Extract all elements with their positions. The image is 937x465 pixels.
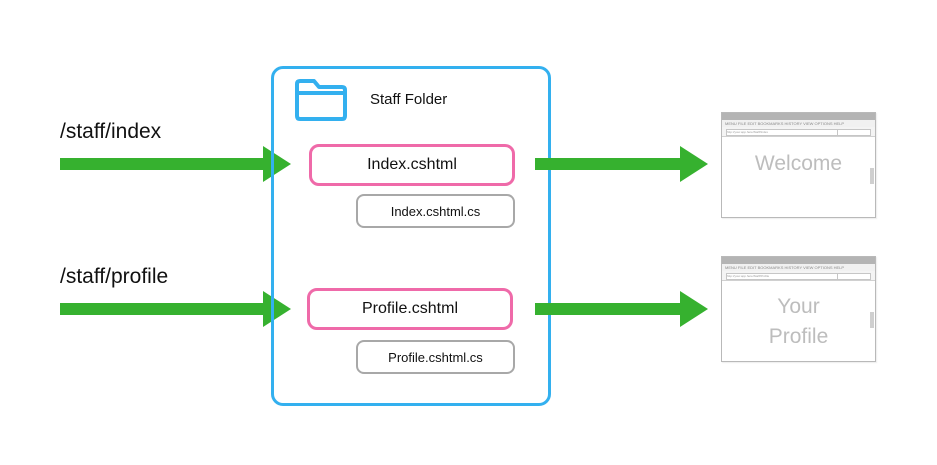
arrow-shaft-to-welcome	[535, 158, 682, 170]
browser-address-field: http://your.app.here/Staff/Index	[726, 129, 838, 136]
profile-code-label: Profile.cshtml.cs	[388, 349, 483, 365]
browser-scrollbar	[870, 312, 874, 328]
browser-menu-bar: MENU FILE EDIT BOOKMARKS HISTORY VIEW OP…	[722, 264, 875, 271]
index-code-label: Index.cshtml.cs	[390, 203, 481, 219]
browser-content: Your Profile	[722, 292, 875, 352]
profile-code-file: Profile.cshtml.cs	[356, 340, 515, 374]
folder-icon	[295, 79, 347, 121]
browser-search-field	[837, 273, 871, 280]
arrow-shaft-profile	[60, 303, 265, 315]
browser-content: Welcome	[722, 149, 875, 179]
index-code-file: Index.cshtml.cs	[356, 194, 515, 228]
browser-title-bar	[722, 113, 875, 120]
browser-content-line-2: Profile	[768, 325, 829, 348]
profile-page-file: Profile.cshtml	[307, 288, 513, 330]
browser-scrollbar	[870, 168, 874, 184]
arrow-head-profile	[263, 291, 291, 327]
arrow-head-to-profile	[680, 291, 708, 327]
browser-content-line-1: Welcome	[754, 152, 843, 175]
arrow-head-to-welcome	[680, 146, 708, 182]
browser-window-welcome: MENU FILE EDIT BOOKMARKS HISTORY VIEW OP…	[721, 112, 876, 218]
route-label-profile: /staff/profile	[60, 265, 169, 288]
browser-address-row: http://your.app.here/Staff/Profile	[722, 271, 875, 281]
index-page-label: Index.cshtml	[367, 156, 457, 173]
index-page-file: Index.cshtml	[309, 144, 515, 186]
browser-title-bar	[722, 257, 875, 264]
browser-menu-bar: MENU FILE EDIT BOOKMARKS HISTORY VIEW OP…	[722, 120, 875, 127]
browser-address-field: http://your.app.here/Staff/Profile	[726, 273, 838, 280]
profile-page-label: Profile.cshtml	[361, 300, 459, 317]
folder-title: Staff Folder	[370, 91, 448, 108]
arrow-head-index	[263, 146, 291, 182]
browser-search-field	[837, 129, 871, 136]
browser-address-row: http://your.app.here/Staff/Index	[722, 127, 875, 137]
arrow-shaft-to-profile	[535, 303, 682, 315]
browser-content-line-1: Your	[777, 295, 820, 318]
staff-folder-container	[271, 66, 551, 406]
route-label-index: /staff/index	[60, 120, 162, 143]
browser-window-profile: MENU FILE EDIT BOOKMARKS HISTORY VIEW OP…	[721, 256, 876, 362]
arrow-shaft-index	[60, 158, 265, 170]
